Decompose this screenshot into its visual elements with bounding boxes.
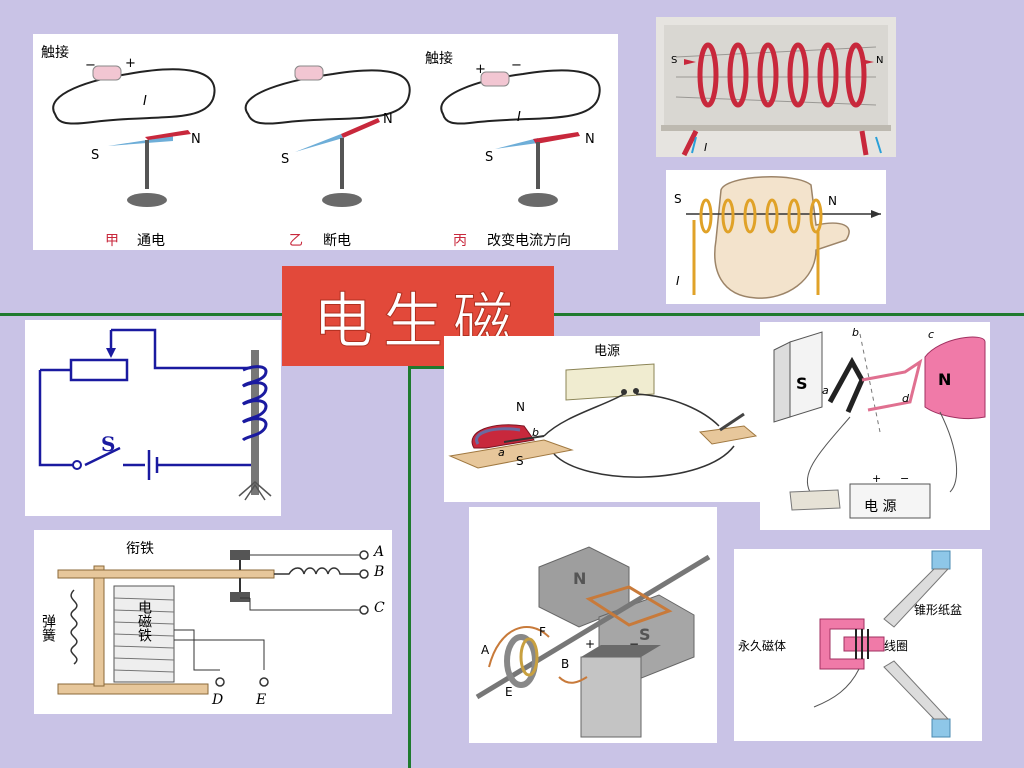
caption-mark-2: 乙: [289, 233, 303, 249]
divider-mid: [408, 366, 454, 369]
relay-terminal-b: B: [374, 564, 385, 580]
motor-setup-panel: 电源 N S a b: [444, 336, 760, 502]
caption-text-1: 通电: [137, 233, 165, 249]
relay-terminal-a: A: [374, 544, 385, 560]
motor-pole-n: N: [516, 400, 525, 414]
pole-n-1: N: [191, 132, 201, 147]
solenoid-pole-n: N: [876, 55, 884, 66]
relay-terminal-d: D: [212, 692, 224, 708]
coil-plus: +: [872, 472, 882, 485]
relay-spring-label: 弹簧: [40, 614, 56, 642]
coil-field-diagram: [773, 331, 986, 519]
pole-s-2: S: [281, 152, 290, 167]
current-label-1: I: [143, 94, 147, 109]
minus-sign-3: −: [511, 58, 522, 73]
dcmotor-label-f: F: [539, 625, 546, 639]
dcmotor-label-s: S: [639, 625, 651, 644]
divider-left: [0, 313, 282, 316]
switch-label: S: [101, 432, 116, 456]
speaker-diagram: [813, 550, 951, 738]
switch-circuit-diagram: [38, 328, 272, 501]
pole-n-3: N: [585, 132, 595, 147]
hand-current: I: [676, 274, 680, 288]
touch-label-1: 触接: [41, 45, 69, 61]
minus-sign-1: −: [85, 58, 96, 73]
motor-label-b: b: [532, 426, 539, 439]
oersted-experiment-panel: 触接 − + I S N S N 触接 + − I S N 甲 通电 乙 断电 …: [33, 34, 618, 250]
speaker-panel: 锥形纸盆 永久磁体 线圈: [734, 549, 982, 741]
pole-s-3: S: [485, 150, 494, 165]
speaker-cone-label: 锥形纸盆: [914, 603, 963, 617]
motor-setup-diagram: [448, 363, 758, 478]
divider-vertical: [408, 366, 411, 768]
dcmotor-plus: +: [585, 637, 596, 651]
coil-label-c: c: [928, 328, 935, 341]
pole-s-1: S: [91, 148, 100, 163]
coil-field-panel: S N a b c d + − 电 源: [760, 322, 990, 530]
dcmotor-label-b: B: [561, 657, 570, 671]
motor-label-a: a: [498, 446, 505, 459]
touch-label-3: 触接: [425, 51, 453, 67]
relay-terminal-c: C: [374, 600, 385, 616]
hand-pole-s: S: [674, 192, 682, 206]
relay-panel: 衔铁 弹簧 电磁铁 A B C D E: [34, 530, 392, 714]
switch-circuit-panel: S: [25, 320, 281, 516]
coil-minus: −: [900, 472, 910, 485]
coil-power-label: 电 源: [864, 499, 897, 515]
pole-n-2: N: [383, 112, 393, 127]
coil-label-b: b: [852, 326, 859, 339]
coil-pole-n: N: [938, 370, 952, 389]
motor-pole-s: S: [516, 454, 524, 468]
right-hand-rule-panel: S N I: [666, 170, 886, 304]
coil-label-d: d: [902, 392, 909, 405]
current-label-3: I: [517, 110, 521, 125]
caption-mark-1: 甲: [105, 233, 119, 249]
coil-pole-s: S: [796, 374, 808, 393]
dcmotor-label-e: E: [505, 685, 513, 699]
caption-mark-3: 丙: [453, 233, 467, 249]
caption-text-2: 断电: [323, 233, 351, 249]
coil-label-a: a: [822, 384, 829, 397]
caption-text-3: 改变电流方向: [487, 233, 571, 249]
solenoid-photo-panel: S N I: [656, 17, 896, 157]
solenoid-pole-s: S: [671, 55, 678, 66]
relay-diagram: [57, 550, 369, 695]
solenoid-photo-diagram: [661, 25, 891, 157]
speaker-magnet-label: 永久磁体: [738, 639, 787, 653]
hand-pole-n: N: [828, 194, 837, 208]
divider-right: [554, 313, 1024, 316]
dc-motor-panel: N S A F B E + −: [469, 507, 717, 743]
dcmotor-label-a: A: [481, 643, 490, 657]
relay-terminal-e: E: [256, 692, 267, 708]
speaker-coil-label: 线圈: [884, 639, 909, 653]
right-hand-diagram: [686, 176, 881, 299]
motor-power-label: 电源: [594, 344, 621, 359]
dc-motor-diagram: [475, 546, 711, 738]
solenoid-current: I: [704, 141, 708, 154]
relay-electromagnet-label: 电磁铁: [136, 600, 152, 642]
plus-sign-3: +: [475, 62, 486, 77]
relay-armature-label: 衔铁: [126, 541, 154, 557]
dcmotor-label-n: N: [573, 569, 587, 588]
plus-sign-1: +: [125, 56, 136, 71]
dcmotor-minus: −: [629, 637, 640, 651]
oersted-diagram: [52, 65, 601, 207]
